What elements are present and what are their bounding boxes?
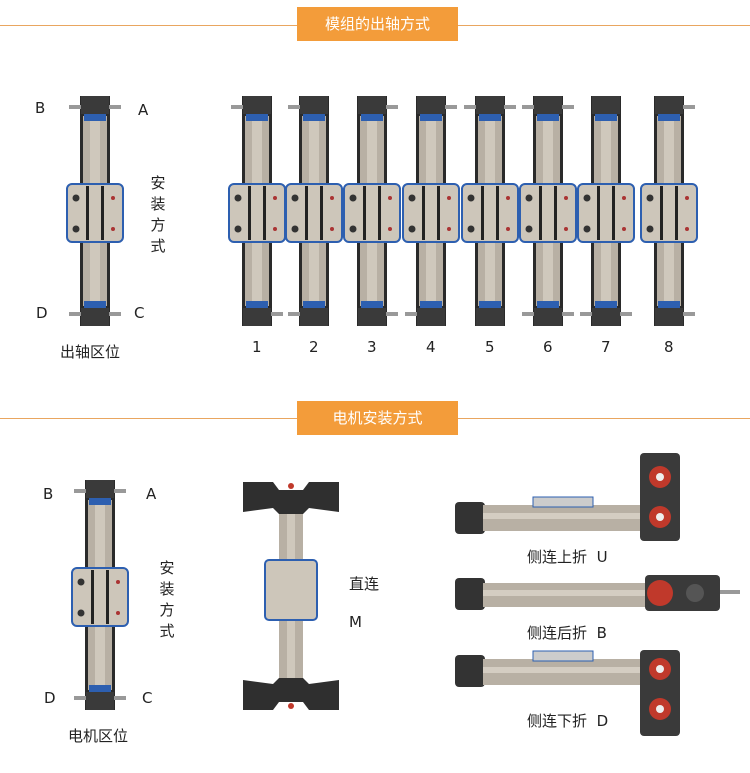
variant-number: 6 <box>543 338 553 356</box>
direct-code: M <box>349 613 362 631</box>
side-down-caption: 侧连下折 D <box>527 710 608 731</box>
output-shaft-variant-1 <box>228 96 286 326</box>
side-up-caption: 侧连上折 U <box>527 546 608 567</box>
corner-label-c: C <box>134 304 145 322</box>
actuator-module-drawing <box>519 96 577 326</box>
variant-number: 5 <box>485 338 495 356</box>
side-back-code: B <box>596 624 607 642</box>
output-shaft-reference-module <box>66 96 124 326</box>
motor-corner-label-a: A <box>146 485 157 503</box>
mounting-label: 安装方式 <box>150 174 166 255</box>
output-shaft-variant-6 <box>519 96 577 326</box>
actuator-module-drawing <box>66 96 124 326</box>
actuator-module-drawing <box>577 96 635 326</box>
actuator-module-drawing <box>285 96 343 326</box>
side-down-code: D <box>596 712 609 730</box>
actuator-module-drawing <box>228 96 286 326</box>
variant-number: 7 <box>601 338 611 356</box>
side-down-drawing <box>455 650 680 736</box>
section2-title: 电机安装方式 <box>297 401 458 435</box>
output-shaft-variant-3 <box>343 96 401 326</box>
actuator-module-drawing <box>71 480 129 710</box>
side-motor-drawings <box>455 453 740 736</box>
direct-label: 直连 <box>349 575 380 593</box>
variant-number: 2 <box>309 338 319 356</box>
actuator-module-drawing <box>461 96 519 326</box>
variant-number: 4 <box>426 338 436 356</box>
side-up-code: U <box>596 548 608 566</box>
side-up-drawing <box>455 453 680 541</box>
output-shaft-variant-4 <box>402 96 460 326</box>
output-shaft-caption: 出轴区位 <box>60 343 121 361</box>
side-back-caption: 侧连后折 B <box>527 622 607 643</box>
output-shaft-variant-7 <box>577 96 635 326</box>
motor-corner-label-c: C <box>142 689 153 707</box>
actuator-module-drawing <box>402 96 460 326</box>
output-shaft-variant-5 <box>461 96 519 326</box>
side-down-label: 侧连下折 <box>527 712 588 730</box>
variant-number: 1 <box>252 338 262 356</box>
direct-motor-module <box>243 478 339 714</box>
actuator-module-drawing <box>640 96 698 326</box>
motor-corner-label-b: B <box>43 485 54 503</box>
direct-motor-drawing <box>243 482 339 710</box>
side-back-drawing <box>455 575 740 611</box>
motor-corner-label-d: D <box>44 689 56 707</box>
variant-number: 8 <box>664 338 674 356</box>
motor-position-caption: 电机区位 <box>68 727 129 745</box>
side-back-label: 侧连后折 <box>527 624 588 642</box>
side-up-label: 侧连上折 <box>527 548 588 566</box>
section1-title: 模组的出轴方式 <box>297 7 458 41</box>
corner-label-b: B <box>35 99 46 117</box>
variant-number: 3 <box>367 338 377 356</box>
motor-reference-module <box>71 480 129 710</box>
output-shaft-variant-2 <box>285 96 343 326</box>
corner-label-a: A <box>138 101 149 119</box>
motor-mounting-label: 安装方式 <box>159 559 175 640</box>
output-shaft-variant-8 <box>640 96 698 326</box>
actuator-module-drawing <box>343 96 401 326</box>
corner-label-d: D <box>36 304 48 322</box>
